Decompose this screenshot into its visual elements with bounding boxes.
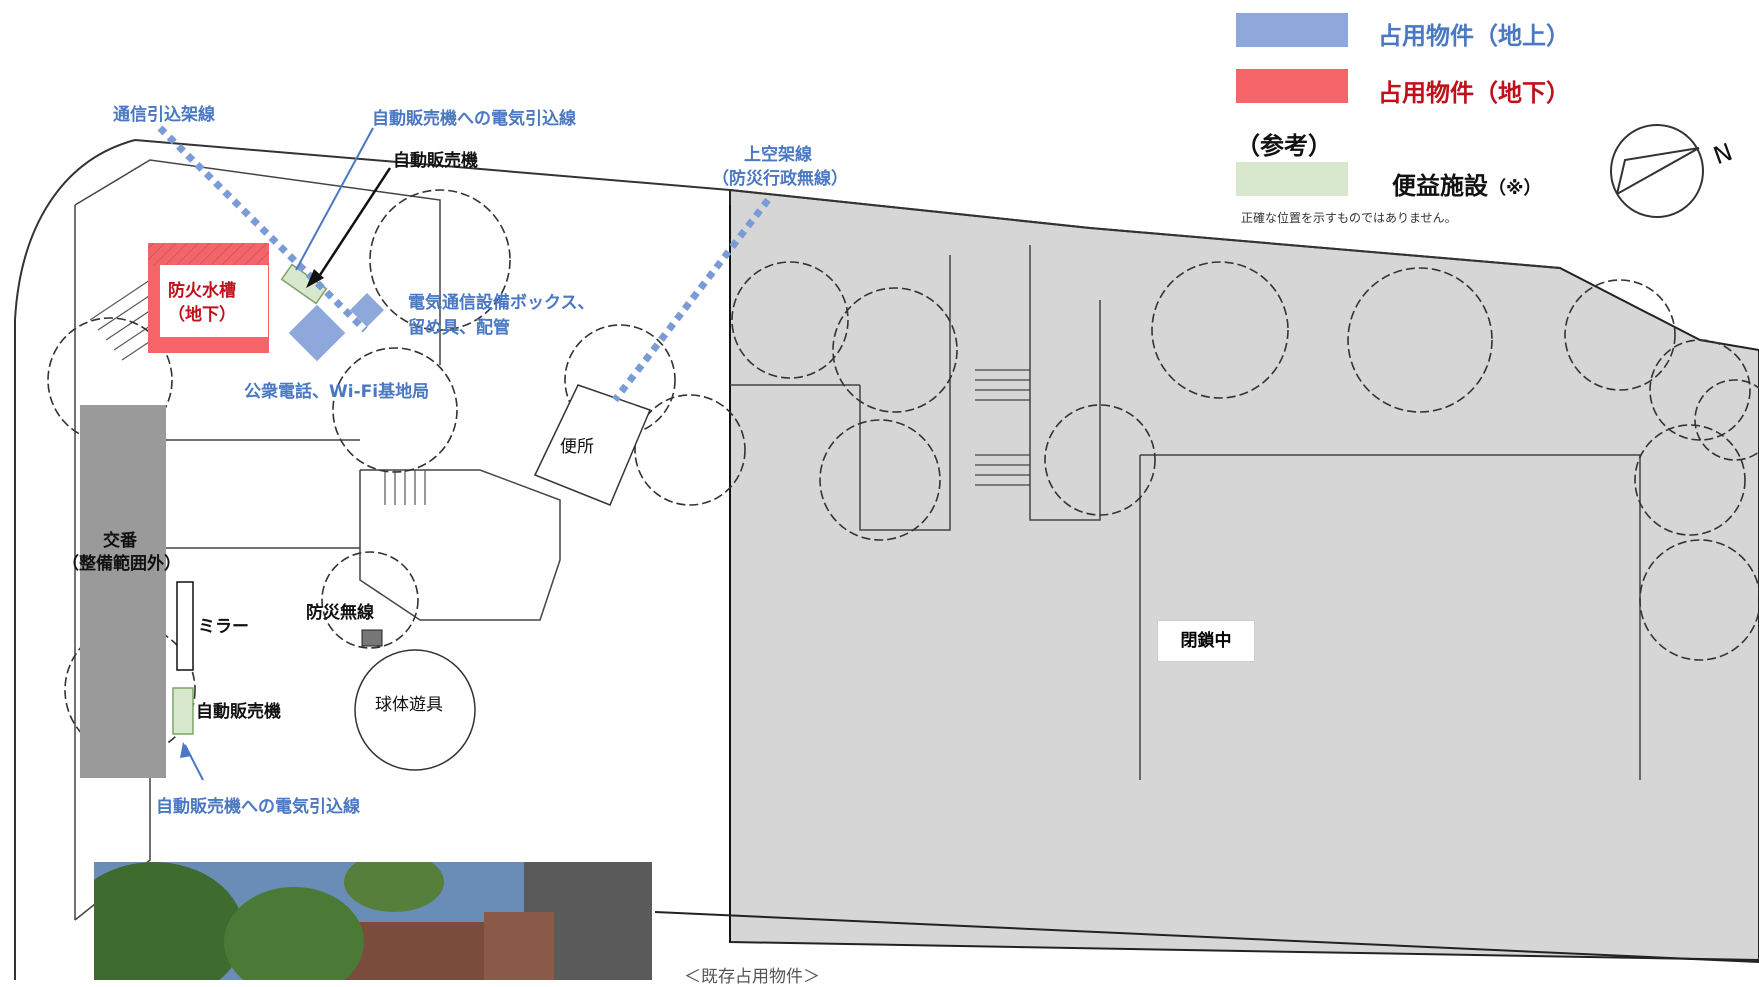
legend-label-above-ground: 占用物件（地上） (1378, 22, 1570, 50)
telecom-box-label-2: 留め具、配管 (408, 318, 510, 338)
ball-play-label: 球体遊具 (375, 695, 443, 715)
inner-paths (74, 159, 561, 921)
legend-label-amenity: 便益施設（※） (1392, 166, 1542, 201)
comm-drop-line-label: 通信引込架線 (113, 105, 215, 125)
police-box-label: 交番 (103, 531, 137, 551)
overhead-line-sublabel: （防災行政無線） (712, 169, 848, 189)
disaster-radio-label: 防災無線 (306, 603, 374, 623)
mirror-label: ミラー (198, 617, 249, 637)
mirror-marker (176, 581, 194, 671)
vending-machine-label-bottom: 自動販売機 (196, 702, 281, 722)
legend-swatch-amenity (1236, 162, 1348, 196)
stairs-closed (975, 369, 1030, 486)
vending-machine-label-top: 自動販売機 (393, 151, 478, 171)
stairs-left (89, 279, 183, 361)
ball-play-equipment (354, 649, 476, 771)
legend-swatch-above-ground (1236, 13, 1348, 47)
vm-power-line-label-bottom: 自動販売機への電気引込線 (156, 797, 360, 817)
police-box-area (80, 405, 166, 778)
vm-power-line-label-top: 自動販売機への電気引込線 (372, 109, 576, 129)
fire-tank-label: 防火水槽 (168, 281, 236, 301)
toilet-label: 便所 (560, 437, 594, 457)
closed-area (729, 188, 1759, 962)
north-arrow-icon (1610, 124, 1704, 218)
telecom-box-marker (350, 293, 384, 327)
closed-label: 閉鎖中 (1157, 620, 1255, 662)
vending-machine-arrowhead-top (306, 269, 324, 288)
vm-power-arrowhead-bottom (180, 742, 192, 758)
legend-note: 正確な位置を示すものではありません。 (1241, 211, 1457, 225)
legend-reference-heading: （参考） (1236, 132, 1332, 160)
police-box-sublabel: （整備範囲外） (62, 554, 181, 574)
fire-tank-sublabel: （地下） (168, 305, 236, 325)
existing-occupancy-label: ＜既存占用物件＞ (684, 967, 820, 987)
stairs-center (384, 470, 426, 505)
site-boundary (14, 139, 1561, 980)
bottom-boundary (654, 911, 1759, 963)
legend-amenity-text: 便益施設 (1392, 172, 1488, 200)
toilet-building (533, 384, 652, 506)
closed-inner-lines (730, 245, 1641, 780)
payphone-wifi-label: 公衆電話、Wi-Fi基地局 (244, 382, 430, 402)
overhead-line-path (612, 197, 771, 403)
fire-tank-hatch (148, 243, 269, 265)
payphone-wifi-marker (288, 304, 346, 362)
vending-machine-marker-bottom (172, 687, 194, 735)
comm-drop-line (157, 125, 368, 333)
legend-amenity-suffix: （※） (1488, 178, 1542, 199)
vm-power-line-pointer-top (295, 127, 374, 271)
legend-swatch-underground (1236, 69, 1348, 103)
disaster-radio-marker (361, 629, 383, 647)
fire-tank-label-bg (160, 265, 268, 337)
legend-label-underground: 占用物件（地下） (1378, 79, 1570, 107)
overhead-line-label: 上空架線 (744, 145, 812, 165)
site-photo (94, 862, 652, 980)
telecom-box-label-1: 電気通信設備ボックス、 (408, 293, 595, 313)
vending-machine-pointer-top (316, 167, 392, 279)
trees (47, 189, 1759, 756)
